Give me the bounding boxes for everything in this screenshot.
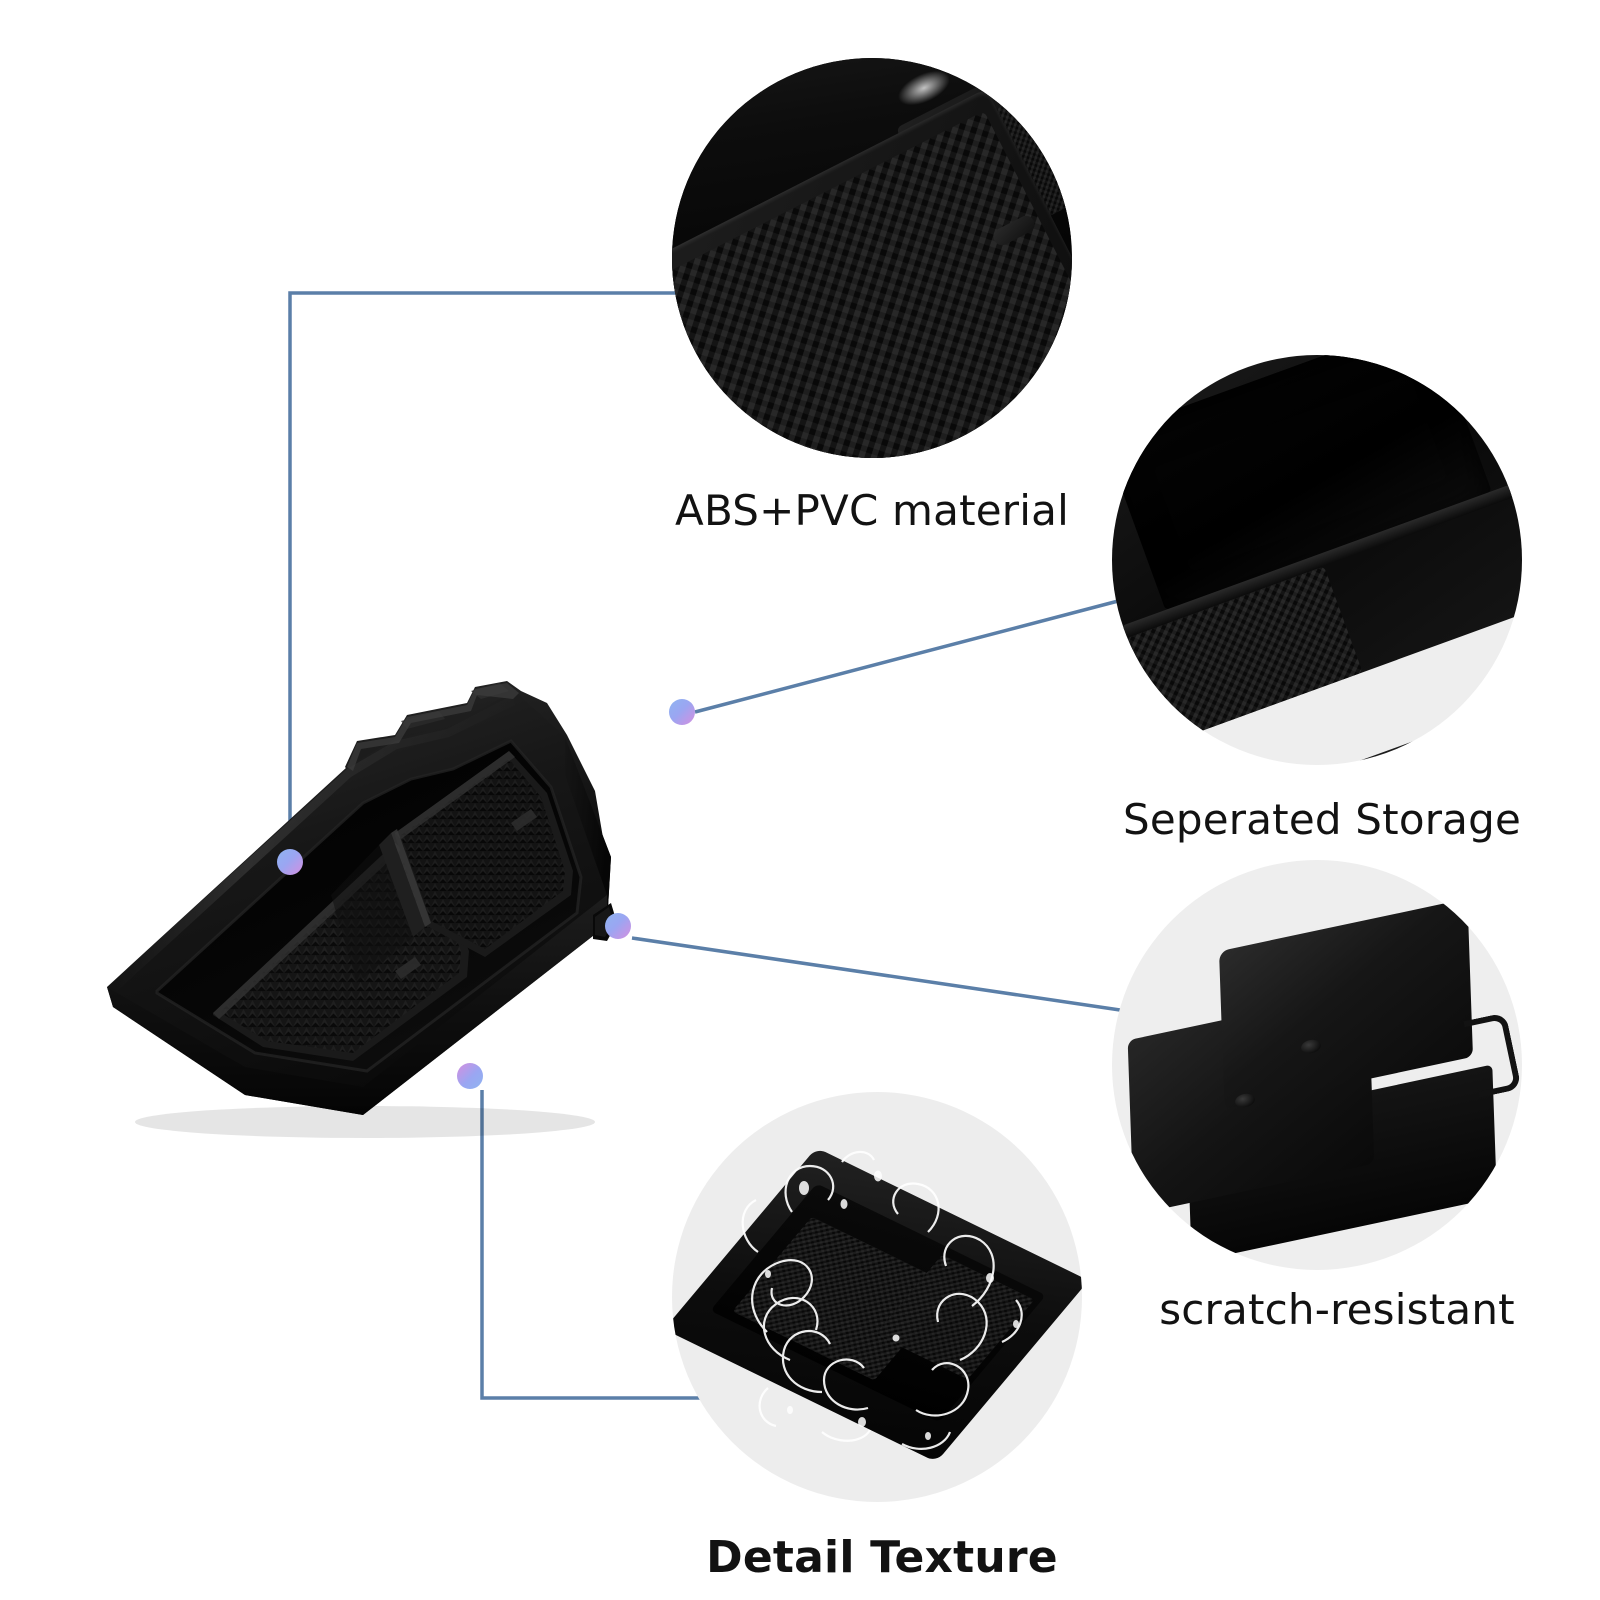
callout-scratch-resistant: scratch-resistant [1112, 860, 1532, 1360]
anchor-dot-material [277, 849, 303, 875]
anchor-dot-scratch-resistant [605, 913, 631, 939]
anchor-dot-detail-texture [457, 1063, 483, 1089]
callout-label-separated-storage: Seperated Storage [1122, 795, 1522, 844]
hero-product-image [95, 595, 735, 1165]
material-closeup-image [672, 58, 1072, 458]
callout-detail-texture: Detail Texture [672, 1092, 1092, 1592]
connector-separated-storage [694, 598, 1123, 714]
scratch-resistant-image [1112, 860, 1522, 1270]
separated-storage-image [1112, 355, 1522, 765]
callout-label-material: ABS+PVC material [675, 486, 1069, 535]
anchor-dot-separated-storage [669, 699, 695, 725]
armrest-tray-illustration [107, 681, 617, 1138]
callout-material: ABS+PVC material [672, 58, 1072, 558]
callout-separated-storage: Seperated Storage [1112, 355, 1532, 855]
callout-label-detail-texture: Detail Texture [706, 1532, 1058, 1583]
callout-label-scratch-resistant: scratch-resistant [1159, 1285, 1515, 1334]
